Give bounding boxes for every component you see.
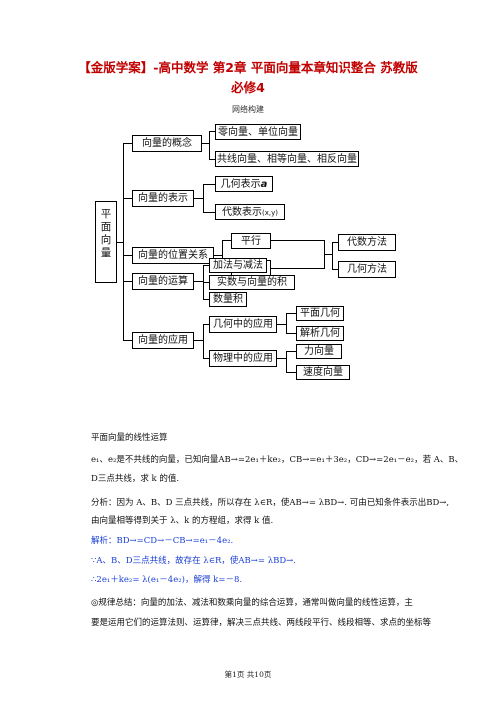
summary-line1: ◎规律总结：向量的加法、减法和数乘向量的综合运算，通常叫做向量的线性运算，主 — [91, 598, 413, 608]
node-phys-app: 物理中的应用 — [209, 350, 277, 367]
node-representation: 向量的表示 — [132, 190, 194, 207]
node-geo-app: 几何中的应用 — [209, 316, 277, 333]
node-geometric-method: 几何方法 — [338, 261, 396, 278]
node-zero-unit: 零向量、单位向量 — [215, 124, 301, 140]
summary-line2: 要是运用它们的运算法则、运算律，解决三点共线、两线段平行、线段相等、求点的坐标等 — [91, 618, 432, 628]
problem-line1: e₁、e₂是不共线的向量，已知向量AB→=2e₁＋ke₂，CB→=e₁＋3e₂，… — [91, 455, 464, 465]
node-plane-geo: 平面几何 — [296, 306, 344, 321]
node-dot-product: 数量积 — [209, 292, 247, 307]
node-scalar-mult: 实数与向量的积 — [209, 275, 295, 290]
section-subtitle: 网络构建 — [232, 105, 264, 114]
node-geometric-rep: 几何表示a — [215, 176, 273, 192]
diagram-root: 平面向量 — [95, 201, 117, 283]
analysis-line1: 分析：因为 A、B、D 三点共线，所以存在 λ∈R，使AB→= λBD→. 可由… — [91, 498, 450, 508]
node-operations: 向量的运算 — [132, 273, 194, 290]
node-force: 力向量 — [296, 344, 342, 359]
node-algebraic-rep: 代数表示(x,y) — [215, 204, 285, 220]
node-collinear: 共线向量、相等向量、相反向量 — [215, 151, 359, 167]
solution-line3: ∴2e₁＋ke₂= λ(e₁－4e₂)，解得 k=－8. — [91, 575, 243, 585]
node-concept: 向量的概念 — [132, 135, 202, 152]
node-add-sub: 加法与减法 — [209, 258, 267, 273]
page-footer: 第1页 共10页 — [224, 670, 272, 679]
analysis-line2: 由向量相等得到关于 λ、k 的方程组，求得 k 值. — [91, 516, 274, 526]
node-parallel: 平行 — [231, 233, 271, 249]
node-application: 向量的应用 — [132, 332, 194, 349]
section-title: 平面向量的线性运算 — [91, 433, 168, 443]
solution-line1: 解析：BD→=CD→－CB→=e₁－4e₂. — [91, 536, 234, 546]
node-analytic-geo: 解析几何 — [296, 326, 344, 341]
node-algebraic-method: 代数方法 — [338, 234, 396, 251]
document-title-line1: 【金版学案】-高中数学 第2章 平面向量本章知识整合 苏教版 — [78, 60, 418, 75]
node-position: 向量的位置关系 — [132, 247, 214, 264]
problem-line2: D三点共线，求 k 的值. — [91, 474, 180, 484]
solution-line2: ∵A、B、D三点共线，故存在 λ∈R，使AB→= λBD→. — [91, 556, 296, 566]
node-velocity: 速度向量 — [296, 365, 350, 380]
document-title-line2: 必修4 — [231, 80, 265, 95]
